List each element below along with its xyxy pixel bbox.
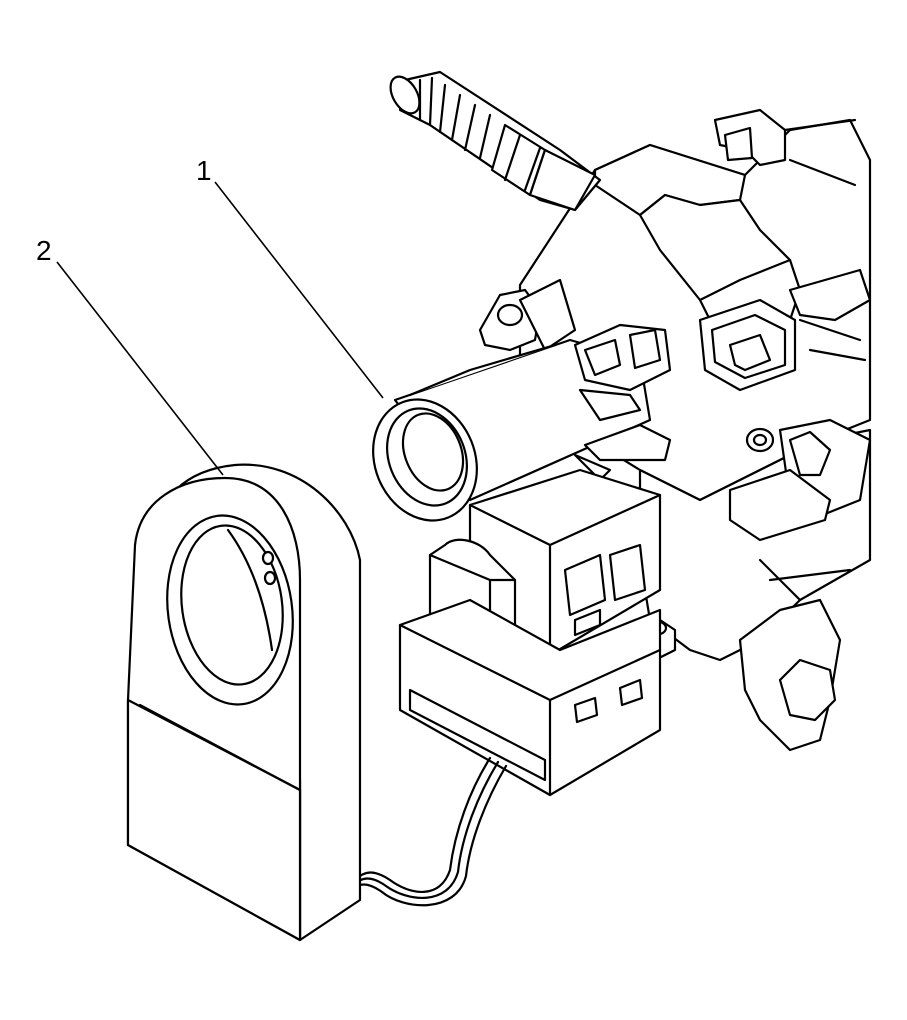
ignition-key-sensor-ring (126, 463, 362, 942)
callout-1-label: 1 (196, 155, 212, 186)
callout-2-label: 2 (36, 235, 52, 266)
callout-2-leader (56, 261, 224, 476)
wire-harness (348, 756, 508, 907)
callout-1-leader (214, 181, 384, 399)
steering-shaft (389, 70, 602, 212)
lock-cylinder-housing (372, 278, 672, 522)
callout-2: 2 (36, 235, 224, 476)
callout-1: 1 (196, 155, 384, 399)
ignition-switch-block (398, 468, 662, 797)
